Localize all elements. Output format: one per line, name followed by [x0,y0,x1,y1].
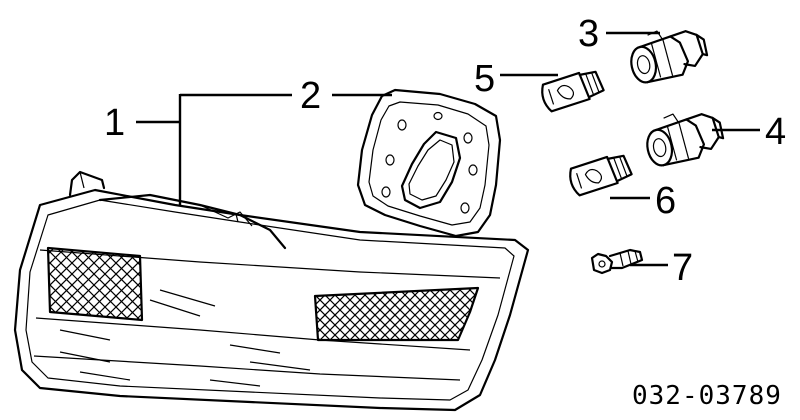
callout-4: 4 [765,111,786,153]
callout-3: 3 [578,13,599,55]
callout-5: 5 [474,58,495,100]
wedge-bulb-lower [569,154,633,197]
callout-1: 1 [104,102,125,144]
screw [590,248,644,275]
callout-6: 6 [655,180,676,222]
wedge-bulb-upper [541,70,605,113]
bulb-socket-upper [630,30,709,84]
callout-7: 7 [672,247,693,289]
leader-lines [136,31,760,267]
bulb-socket-lower [646,113,725,167]
gasket [356,88,502,238]
tail-light-housing [13,170,530,412]
callout-2: 2 [300,75,321,117]
diagram-part-number: 032-03789 [632,381,782,411]
